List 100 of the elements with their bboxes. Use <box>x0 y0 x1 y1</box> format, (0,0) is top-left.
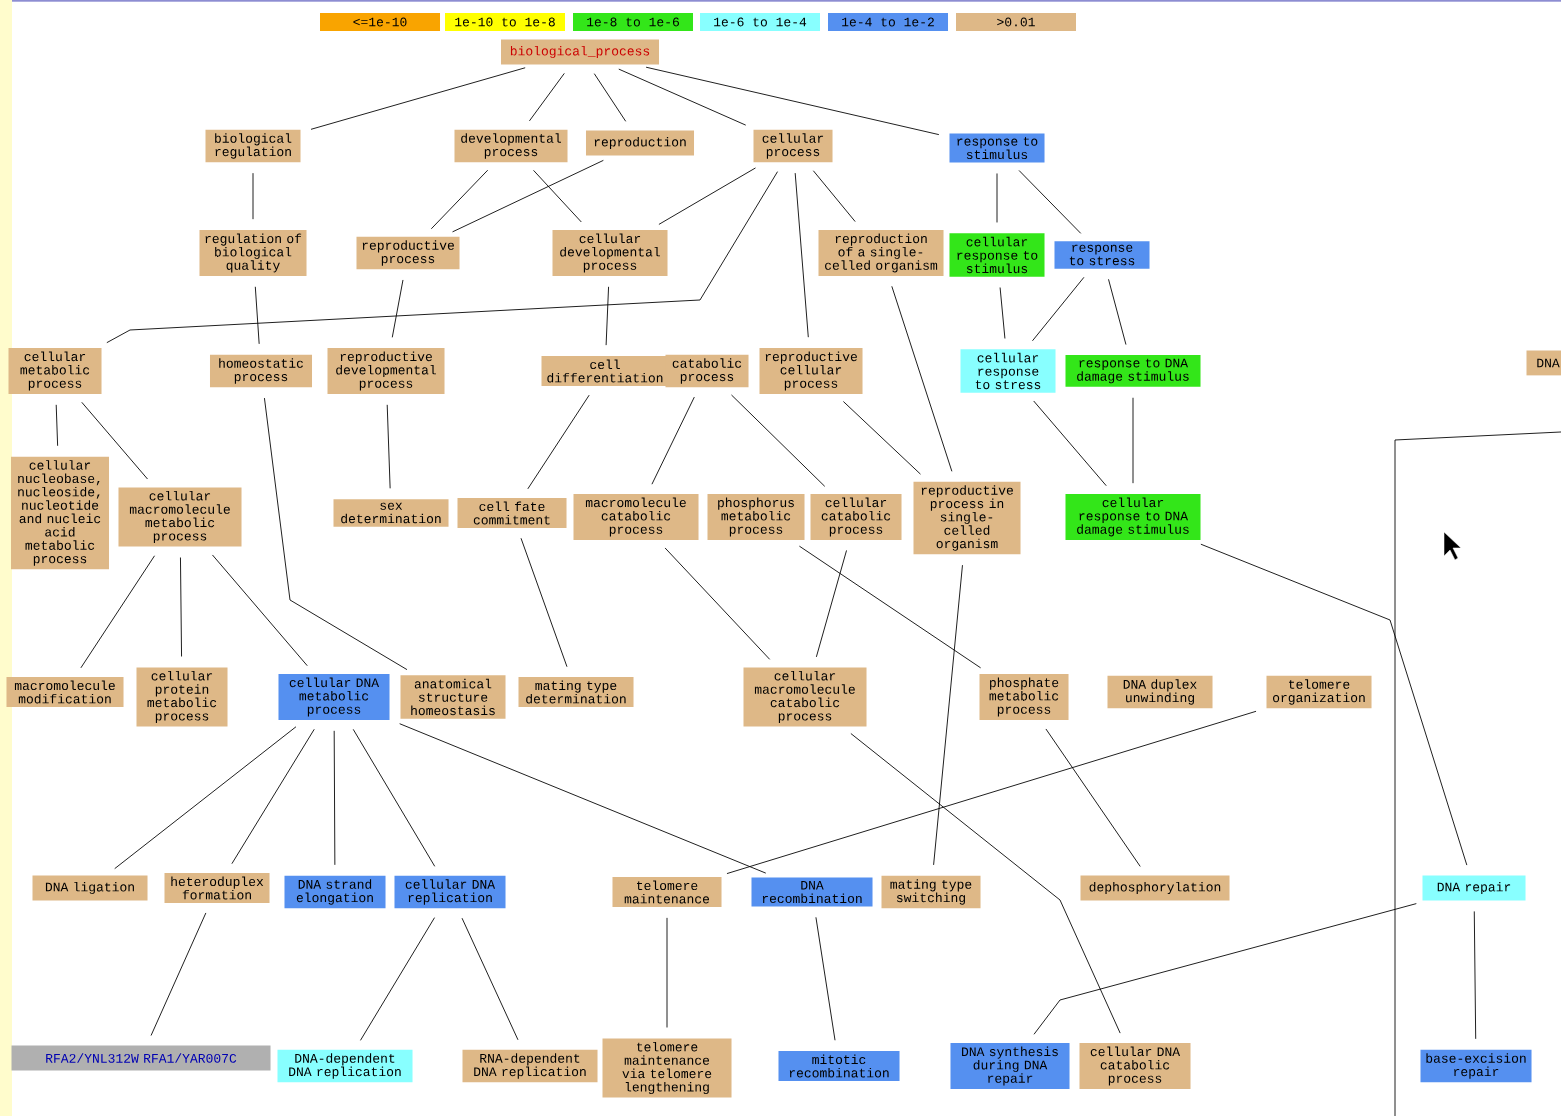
connector-line <box>618 68 747 126</box>
connector-line <box>533 169 582 223</box>
connector-line <box>1473 910 1477 1040</box>
connector-line <box>527 394 590 490</box>
connector-line <box>658 167 756 225</box>
term-box: telomere organization <box>1266 675 1372 709</box>
connector-line <box>520 537 568 668</box>
connector-line <box>933 564 963 866</box>
term-box: reproductive process <box>356 236 460 270</box>
term-box: response to DNA damage stimulus <box>1065 355 1201 387</box>
term-box: reproductive cellular process <box>759 348 863 394</box>
legend-label: >0.01 <box>997 17 1035 27</box>
legend-label: <=1e-10 <box>353 17 407 27</box>
term-box: anatomical structure homeostasis <box>400 675 506 719</box>
connector-line <box>1108 278 1127 346</box>
term-box: RNA-dependent DNA replication <box>462 1049 598 1083</box>
term-box: telomere maintenance <box>612 877 722 907</box>
term-box: cellular catabolic process <box>810 494 902 540</box>
connector-line <box>55 404 59 447</box>
legend-label: 1e-4 to 1e-2 <box>842 17 934 27</box>
connector-line <box>461 917 519 1041</box>
connector-line <box>81 401 148 480</box>
term-box: macromolecule catabolic process <box>573 494 699 540</box>
term-box: biological regulation <box>205 129 301 163</box>
connector-line <box>80 555 155 669</box>
connector-line <box>815 916 836 1041</box>
connector-line <box>1032 276 1085 342</box>
term-box: phosphorus metabolic process <box>707 494 805 540</box>
term-box: macromolecule modification <box>6 677 124 707</box>
term-box: cellular DNA replication <box>394 875 506 909</box>
connector-line <box>254 286 260 345</box>
connector-line <box>180 557 182 657</box>
connector-line <box>430 169 489 230</box>
term-box: developmental process <box>454 129 568 163</box>
term-box: cellular DNA metabolic process <box>278 674 390 720</box>
legend-label: 1e-8 to 1e-6 <box>587 17 679 27</box>
connector-line <box>333 730 336 866</box>
connector-line <box>1033 400 1107 487</box>
connector-line <box>1033 903 1417 1035</box>
connector-line <box>850 733 1121 1034</box>
connector-line <box>391 279 404 338</box>
connector-line <box>593 73 627 122</box>
connector-line <box>651 396 695 485</box>
connector-line <box>605 286 609 346</box>
connector-line <box>999 287 1006 339</box>
term-box: mating type determination <box>518 677 634 707</box>
term-box: mating type switching <box>881 875 981 909</box>
term-box: response to stress <box>1054 241 1150 269</box>
term-box: DNA ligation <box>32 875 148 901</box>
connector-line <box>1018 170 1082 234</box>
term-box: telomere maintenance via telomere lengthening <box>602 1038 732 1098</box>
connector-line <box>726 710 1257 875</box>
term-box: reproduction <box>586 130 694 156</box>
connector-line <box>666 917 668 1028</box>
connector-line <box>231 728 315 865</box>
connector-line <box>815 549 847 658</box>
connector-line <box>150 912 207 1036</box>
node-label: cell differentiation <box>547 359 663 383</box>
legend-label: 1e-6 to 1e-4 <box>714 17 807 27</box>
term-box: cellular response to stress <box>960 349 1056 393</box>
term-box: response to stimulus <box>949 133 1045 163</box>
term-box: cellular macromolecule catabolic process <box>743 667 867 727</box>
connector-line <box>452 159 604 233</box>
connector-line <box>114 726 297 870</box>
connector-line <box>352 728 436 867</box>
term-box: DNA-dependent DNA replication <box>277 1049 413 1083</box>
connector-line <box>212 554 308 667</box>
connector-line <box>798 545 982 669</box>
connector-line <box>1045 728 1141 867</box>
term-box: cellular DNA catabolic process <box>1079 1043 1191 1089</box>
term-box: sex determination <box>333 499 449 527</box>
term-box: cellular developmental process <box>552 230 668 276</box>
term-box: cellular process <box>753 129 833 163</box>
connector-line <box>731 394 826 487</box>
term-box: DNA repair <box>1422 875 1526 901</box>
connector-line <box>386 404 391 489</box>
term-box: cellular nucleobase, nucleoside, nucleotide and nucleic acid metabolic process <box>11 456 109 570</box>
term-box: DNA recombination <box>751 877 873 907</box>
term-box: reproduction of a single-celled organism <box>818 230 944 276</box>
connector-line <box>264 397 408 671</box>
connector-line <box>1200 543 1468 866</box>
connector-line <box>996 173 998 223</box>
connector-line <box>812 170 856 222</box>
connector-line <box>842 401 921 475</box>
connector-line <box>360 917 435 1041</box>
term-box: DNA synthesis during DNA repair <box>950 1043 1070 1089</box>
term-box: cellular protein metabolic process <box>136 667 228 727</box>
term-box: base-excision repair <box>1420 1049 1532 1083</box>
node-label: catabolic process <box>672 358 742 384</box>
term-box: DNA <box>1526 350 1561 376</box>
term-box: biological_process <box>501 39 659 65</box>
connector-line <box>664 547 771 660</box>
term-box: mitotic recombination <box>778 1051 900 1081</box>
connector-line <box>529 72 565 122</box>
term-box: cellular macromolecule metabolic process <box>118 487 242 547</box>
term-box: cellular response to DNA damage stimulus <box>1065 494 1201 540</box>
term-box: homeostatic process <box>210 354 312 388</box>
term-box: dephosphorylation <box>1080 875 1230 901</box>
term-box: catabolic process <box>665 354 749 388</box>
term-box: cellular metabolic process <box>8 348 102 394</box>
